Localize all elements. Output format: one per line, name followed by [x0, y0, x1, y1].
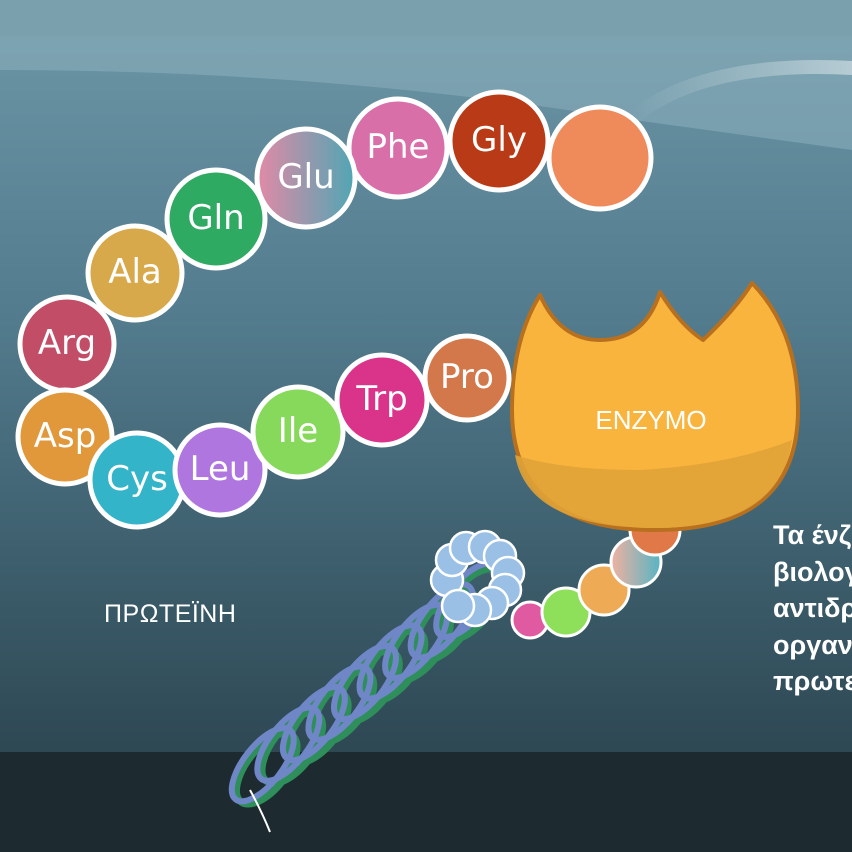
amino-acid-label: Asp	[34, 416, 97, 456]
amino-acid-bead	[164, 167, 268, 271]
amino-acid-label: Arg	[38, 323, 96, 363]
amino-acid-bead	[15, 387, 115, 487]
amino-acid-phe: Phe	[346, 96, 450, 200]
helix-coil-bead	[440, 588, 476, 624]
amino-acid-bead	[85, 223, 185, 323]
amino-acid-bead	[447, 89, 551, 193]
amino-acid-bead-unlabeled	[546, 104, 654, 212]
side-text-line: οργαν	[773, 629, 852, 660]
amino-acid-glu: Glu	[254, 126, 358, 230]
side-text-line: Τα ένζ	[773, 520, 852, 550]
amino-acid-bead	[422, 333, 512, 423]
amino-acid-ile: Ile	[250, 384, 346, 480]
enzyme: ΕΝΖΥΜΟ	[510, 281, 800, 532]
amino-acid-bead	[250, 384, 346, 480]
enzyme-shadow	[515, 440, 792, 528]
amino-acid-label: Gln	[187, 198, 244, 238]
amino-acid-trp: Trp	[334, 352, 430, 448]
amino-acid-bead	[172, 422, 268, 518]
amino-acid-label: Glu	[277, 157, 334, 197]
amino-acid-arg: Arg	[17, 294, 117, 394]
amino-acid-pro: Pro	[422, 333, 512, 423]
amino-acid-label: Gly	[471, 120, 527, 160]
light-sweep	[0, 36, 852, 150]
amino-acid-gly: Gly	[447, 89, 551, 193]
amino-acid-bead	[334, 352, 430, 448]
protein-label: ΠΡΩΤΕΪΝΗ	[104, 600, 237, 628]
amino-acid-label: Trp	[355, 379, 407, 419]
amino-acid-label: Phe	[367, 127, 430, 167]
amino-acid-bead	[346, 96, 450, 200]
amino-acid-bead	[254, 126, 358, 230]
amino-acid-gln: Gln	[164, 167, 268, 271]
amino-acid-label: Ala	[108, 252, 162, 292]
amino-acid-label: Pro	[440, 357, 494, 397]
side-text-line: πρωτε	[773, 666, 852, 696]
amino-acid-leu: Leu	[172, 422, 268, 518]
amino-acid-ala: Ala	[85, 223, 185, 323]
amino-acid-label: Leu	[190, 449, 251, 489]
top-band	[0, 0, 852, 36]
amino-acid-cys: Cys	[87, 430, 187, 530]
side-text-line: αντιδρ	[773, 593, 852, 623]
side-text-line: βιολογ	[773, 556, 852, 587]
enzyme-label: ΕΝΖΥΜΟ	[595, 405, 706, 435]
amino-acid-asp: Asp	[15, 387, 115, 487]
side-text: Τα ένζ βιολογ αντιδρ οργαν πρωτε	[773, 517, 852, 700]
amino-acid-label: Ile	[278, 411, 318, 451]
amino-acid-label: Cys	[106, 459, 168, 499]
background-arc	[623, 60, 852, 127]
helix-tail	[249, 789, 271, 833]
alpha-helix	[228, 529, 526, 833]
bottom-band	[0, 752, 852, 852]
